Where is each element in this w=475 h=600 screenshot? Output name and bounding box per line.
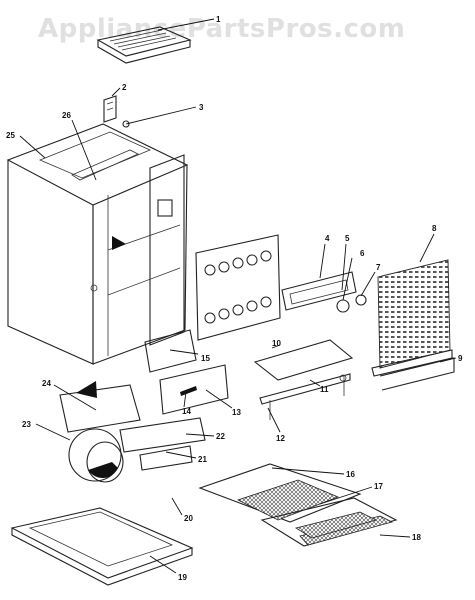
callout-9: 9 [458, 354, 463, 363]
callout-10: 10 [272, 339, 281, 348]
callout-leaders [19, 18, 457, 574]
callout-23: 23 [22, 420, 31, 429]
part-cabinet [6, 123, 189, 365]
callout-18: 18 [412, 533, 421, 542]
part-control-panel [195, 234, 281, 341]
part-top-slot [71, 149, 139, 181]
callout-24: 24 [42, 379, 51, 388]
callout-5: 5 [345, 234, 350, 243]
callout-8: 8 [432, 224, 437, 233]
callout-3: 3 [199, 103, 204, 112]
callout-6: 6 [360, 249, 365, 258]
part-burner-assembly [144, 329, 229, 415]
part-motor-brackets [119, 417, 206, 471]
callout-14: 14 [182, 407, 191, 416]
part-bracket [103, 95, 130, 128]
callout-13: 13 [232, 408, 241, 417]
callout-labels: 1 2 3 4 5 6 7 8 9 10 11 12 13 14 15 16 1… [6, 15, 463, 582]
callout-26: 26 [62, 111, 71, 120]
callout-20: 20 [184, 514, 193, 523]
part-blower [68, 428, 124, 483]
part-duct [59, 381, 141, 433]
callout-22: 22 [216, 432, 225, 441]
callout-12: 12 [276, 434, 285, 443]
callout-21: 21 [198, 455, 207, 464]
callout-11: 11 [320, 385, 329, 394]
part-front-grille [371, 259, 453, 377]
callout-7: 7 [376, 263, 381, 272]
part-light-bar [281, 271, 367, 313]
part-filter-assembly [198, 463, 398, 547]
callout-2: 2 [122, 83, 127, 92]
part-base-tray [10, 507, 194, 586]
callout-19: 19 [178, 573, 187, 582]
callout-15: 15 [201, 354, 210, 363]
callout-1: 1 [216, 15, 221, 24]
callout-4: 4 [325, 234, 330, 243]
callout-16: 16 [346, 470, 355, 479]
part-bottom-trim [379, 357, 455, 391]
callout-17: 17 [374, 482, 383, 491]
callout-25: 25 [6, 131, 15, 140]
part-top-cover [96, 26, 192, 64]
part-mounting-plate [253, 339, 354, 420]
watermark-text: AppliancePartsPros.com [38, 14, 406, 44]
